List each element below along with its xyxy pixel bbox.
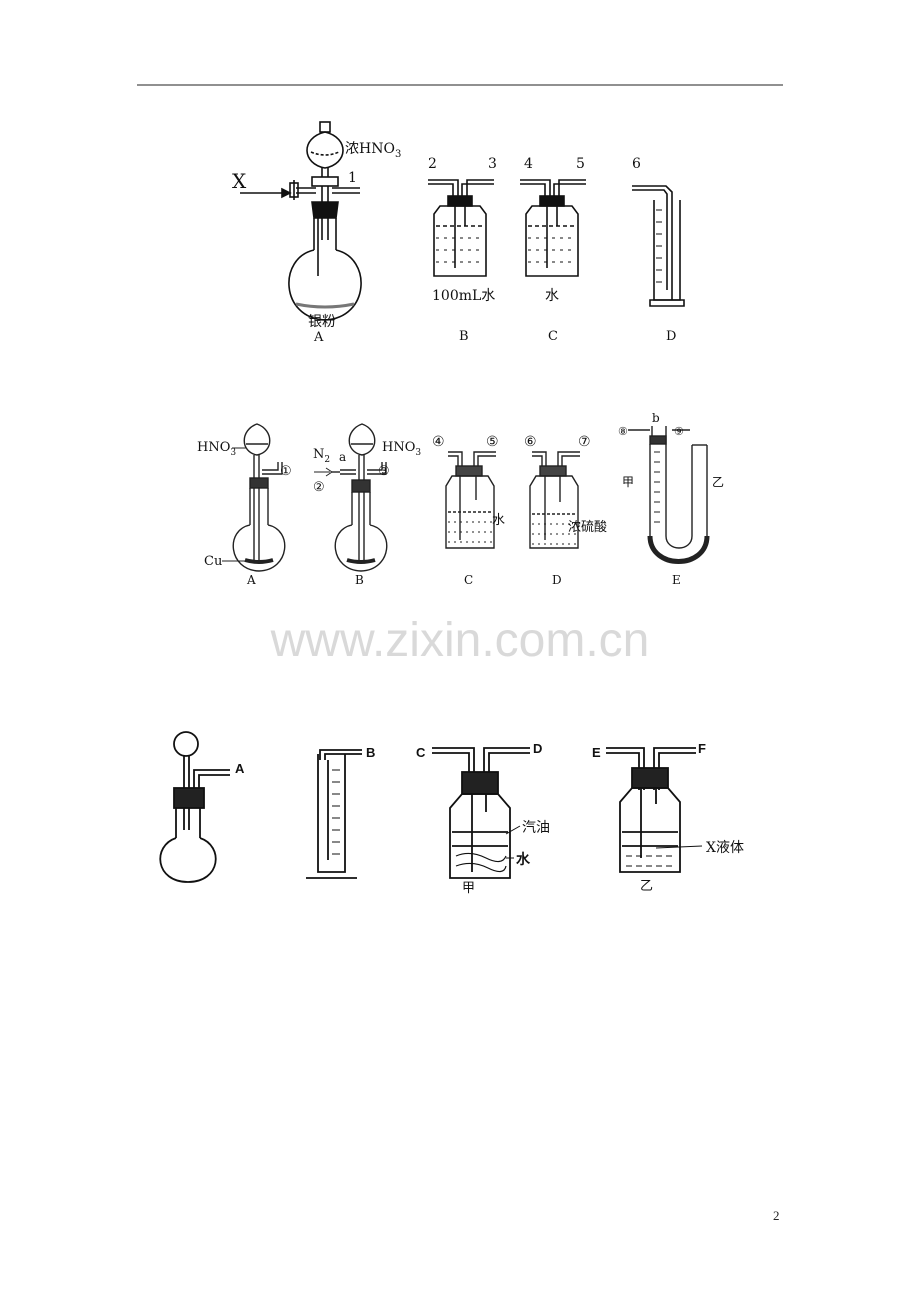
fig2-caption-c: C [464,573,473,587]
watermark: www.zixin.com.cn [270,614,650,667]
fig2-label-jia: 甲 [622,475,634,489]
fig2-apparatus-a [232,423,286,572]
fig1-label-p5: 5 [576,156,585,172]
fig1-bottle-c [520,179,586,277]
fig2-label-h2so4: 浓硫酸 [568,520,607,535]
fig1-apparatus-a [288,121,362,321]
figure2 [232,423,710,572]
fig3-label-b: B [366,745,375,760]
fig1-label-p6: 6 [632,156,641,172]
fig3-label-a: A [235,761,245,776]
fig1-label-port1: 1 [348,170,357,186]
fig1-label-acid: 浓HNO3 [345,141,401,160]
fig1-caption-d: D [666,329,676,344]
fig2-label-a: a [339,450,346,464]
fig1-label-p2: 2 [428,156,437,172]
fig2-label-circ4: ④ [432,434,445,450]
fig3-label-water: 水 [516,851,531,867]
fig1-caption-b: B [459,329,469,344]
fig2-apparatus-b [332,423,388,572]
fig2-label-n2: N2 [313,447,330,465]
fig3-label-xliquid: X液体 [706,840,744,856]
fig2-label-yi: 乙 [712,475,724,489]
fig3-label-f: F [698,741,706,756]
fig2-label-hno3-left: HNO3 [197,440,236,458]
fig2-label-circ1: ① [280,464,292,479]
fig1-caption-c: C [548,329,558,344]
fig3-caption-yi: 乙 [640,879,653,894]
fig3-flask-a [159,731,230,883]
fig3-label-gasoline: 汽油 [522,820,550,836]
fig1-label-x: X [232,169,247,193]
figure3 [159,731,703,883]
fig2-label-circ8: ⑧ [618,425,628,438]
fig3-label-e: E [592,745,601,760]
fig2-caption-b: B [355,573,364,587]
fig2-u-tube-e [628,426,710,564]
fig3-caption-jia: 甲 [462,881,475,896]
fig2-label-circ9: ⑨ [674,425,684,438]
page-number: 2 [773,1208,780,1223]
fig2-label-circ7: ⑦ [578,434,591,450]
fig3-bottle-jia [432,747,530,879]
fig2-label-hno3-right: HNO3 [382,440,421,458]
fig1-label-p3: 3 [488,156,497,172]
fig2-arrow-n2 [314,467,333,477]
fig1-arrow-x [240,187,292,199]
fig3-label-c: C [416,745,426,760]
fig1-cylinder-d [632,185,685,307]
fig1-label-water: 水 [545,288,559,304]
fig2-caption-e: E [672,573,681,587]
fig2-label-water: 水 [492,513,505,528]
fig1-label-water100: 100mL水 [432,288,495,304]
fig2-bottle-c [445,451,496,549]
fig2-label-circ6: ⑥ [524,434,537,450]
fig2-caption-d: D [552,573,562,587]
fig2-bottle-d [529,451,580,549]
fig2-label-cu: Cu [204,554,222,569]
fig3-bottle-yi [606,747,703,873]
fig2-label-circ2: ② [313,480,325,495]
fig2-caption-a: A [246,573,256,587]
fig3-label-d: D [533,741,542,756]
fig2-label-circ3: ③ [378,464,390,479]
fig1-label-silver: 银粉 [308,314,336,330]
fig1-label-p4: 4 [524,156,533,172]
fig1-bottle-b [428,179,494,277]
fig2-label-circ5: ⑤ [486,434,499,450]
fig2-label-b: b [652,411,660,425]
figure1 [240,121,685,321]
fig1-caption-a: A [313,330,324,345]
fig3-cylinder-b [306,749,362,879]
